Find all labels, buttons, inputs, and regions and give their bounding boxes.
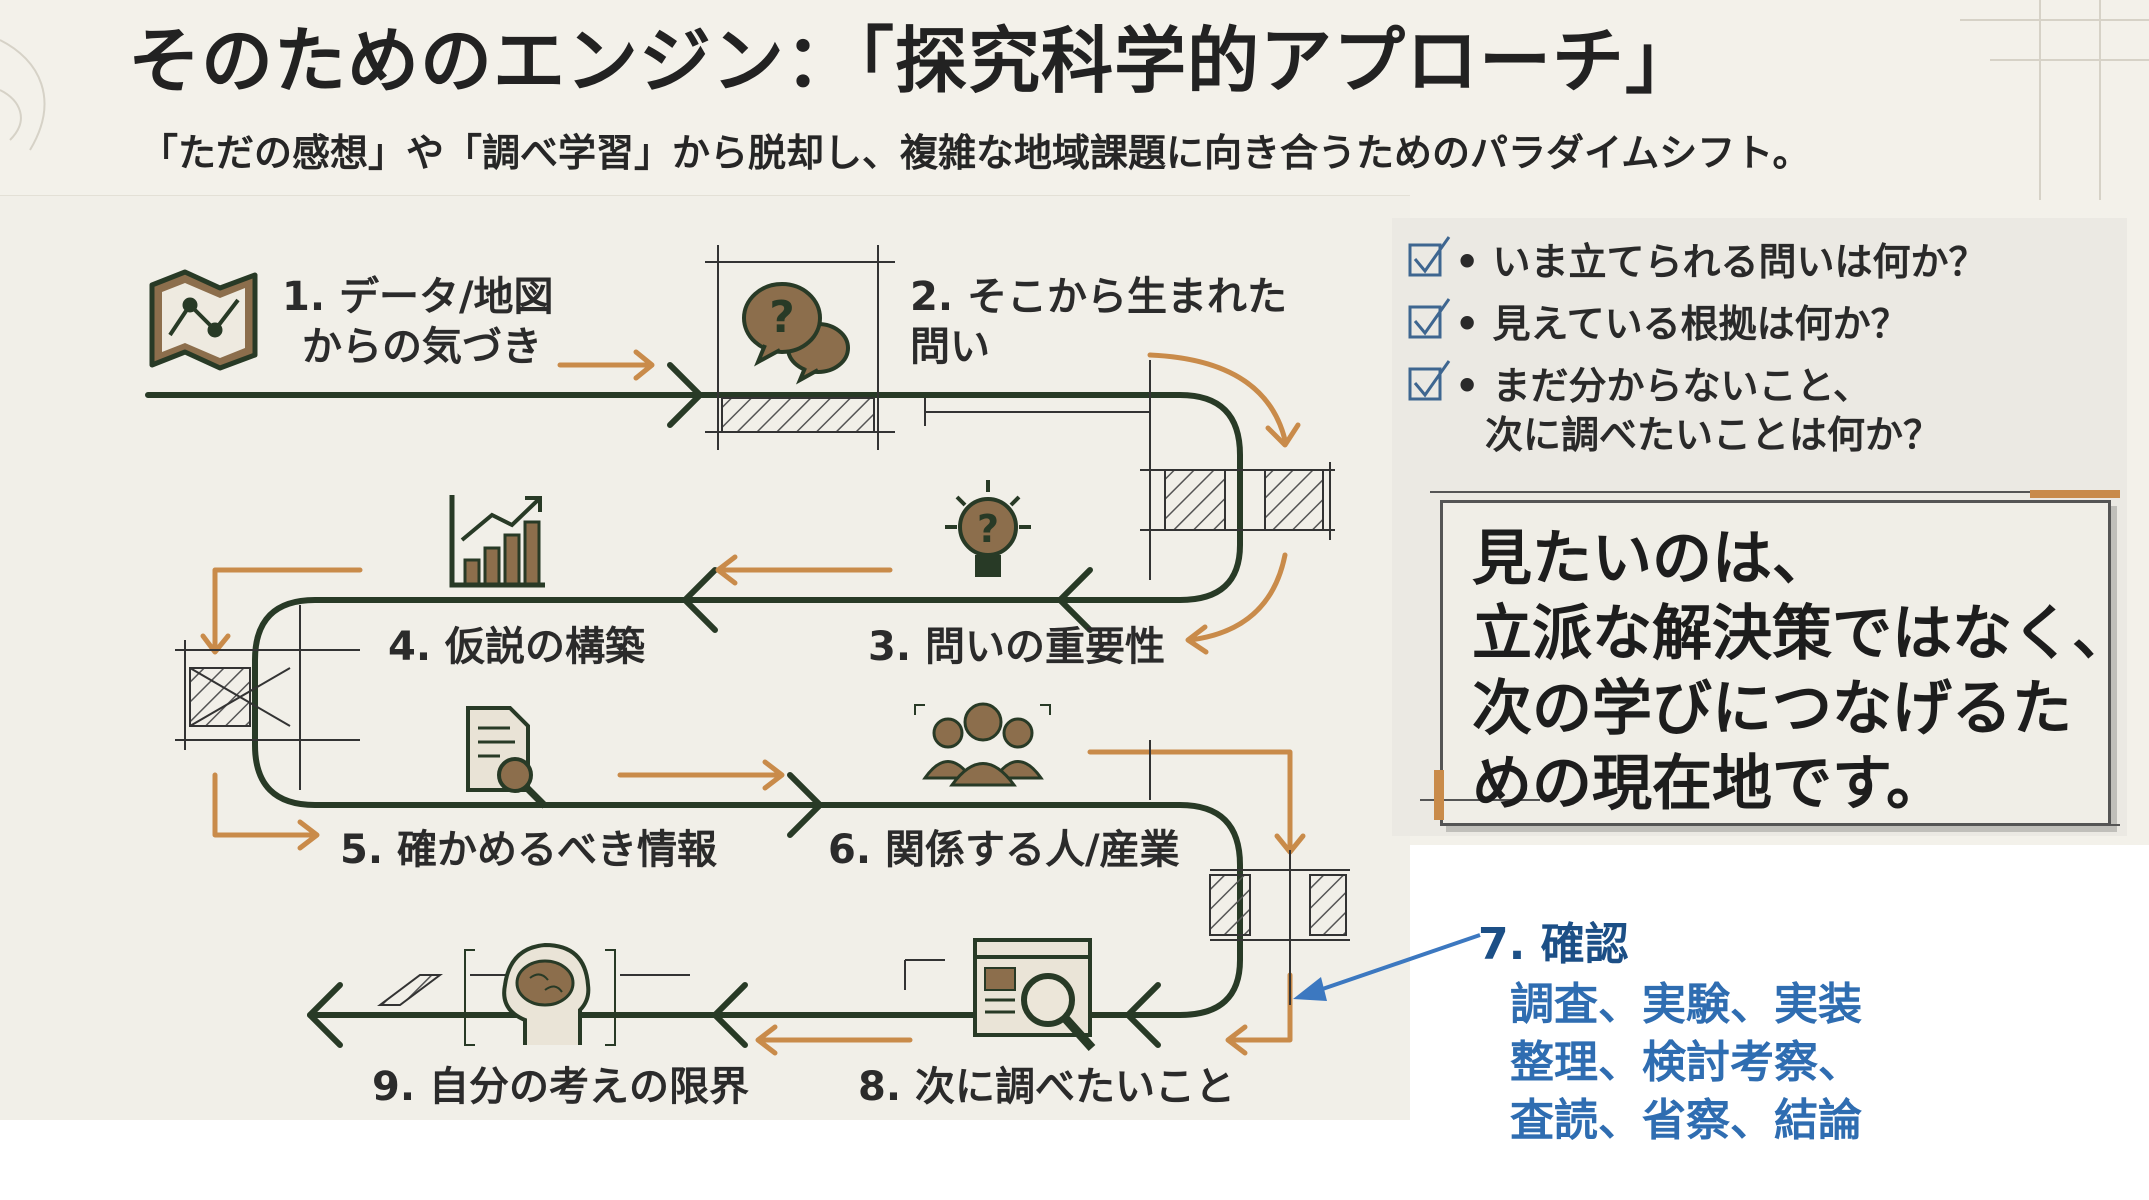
pointer-arrow bbox=[1293, 933, 1481, 1001]
step-7-line-3: 査読、省察、結論 bbox=[1510, 1095, 1862, 1146]
svg-text:?: ? bbox=[769, 292, 795, 343]
step-5-label: 5. 確かめるべき情報 bbox=[340, 827, 717, 873]
checkbox-icon bbox=[1408, 298, 1451, 339]
growth-chart-icon bbox=[449, 495, 545, 588]
callout-text: 見たいのは、 立派な解決策ではなく、 次の学びにつなげるた めの現在地です。 bbox=[1472, 524, 2132, 819]
question-3: • まだ分からないこと、 次に調べたいことは何か？ bbox=[1455, 364, 1942, 457]
step-6-label: 6. 関係する人/産業 bbox=[828, 827, 1180, 873]
brain-head-icon bbox=[464, 942, 616, 1046]
question-1: • いま立てられる問いは何か？ bbox=[1455, 240, 1987, 284]
map-icon bbox=[149, 269, 258, 371]
checkbox-icon bbox=[1408, 236, 1451, 277]
step-8-label: 8. 次に調べたいこと bbox=[858, 1064, 1235, 1110]
checkmarks bbox=[1408, 236, 1451, 401]
step-7-line-1: 調査、実験、実装 bbox=[1510, 979, 1862, 1030]
step-1-label: 1. データ/地図 からの気づき bbox=[282, 274, 554, 370]
flow-diagram: ? ? bbox=[145, 245, 1350, 1056]
svg-text:?: ? bbox=[977, 507, 999, 551]
step-7-line-2: 整理、検討考察、 bbox=[1510, 1037, 1862, 1088]
checkbox-icon bbox=[1408, 360, 1451, 401]
step-9-label: 9. 自分の考えの限界 bbox=[372, 1064, 749, 1110]
step-3-label: 3. 問いの重要性 bbox=[868, 624, 1165, 670]
step-2-label: 2. そこから生まれた 問い bbox=[910, 274, 1287, 370]
confirm-area bbox=[1410, 845, 2149, 1200]
document-magnifier-icon bbox=[466, 706, 548, 809]
page-subtitle: 「ただの感想」や「調べ学習」から脱却し、複雑な地域課題に向き合うためのパラダイム… bbox=[140, 131, 1811, 175]
step-4-label: 4. 仮説の構築 bbox=[388, 624, 645, 670]
browser-search-icon bbox=[973, 938, 1096, 1052]
page-title: そのためのエンジン：「探究科学的アプローチ」 bbox=[128, 19, 1699, 103]
callout-box bbox=[1440, 500, 2111, 826]
step-7-title: 7. 確認 bbox=[1478, 919, 1629, 970]
question-2: • 見えている根拠は何か？ bbox=[1455, 302, 1909, 346]
callout-frame-lines bbox=[1420, 490, 2120, 826]
speech-bubble-question-icon: ? bbox=[742, 282, 850, 385]
bottom-blank-area bbox=[0, 1120, 1410, 1200]
lightbulb-question-icon: ? bbox=[945, 480, 1031, 577]
people-group-icon bbox=[914, 702, 1051, 787]
